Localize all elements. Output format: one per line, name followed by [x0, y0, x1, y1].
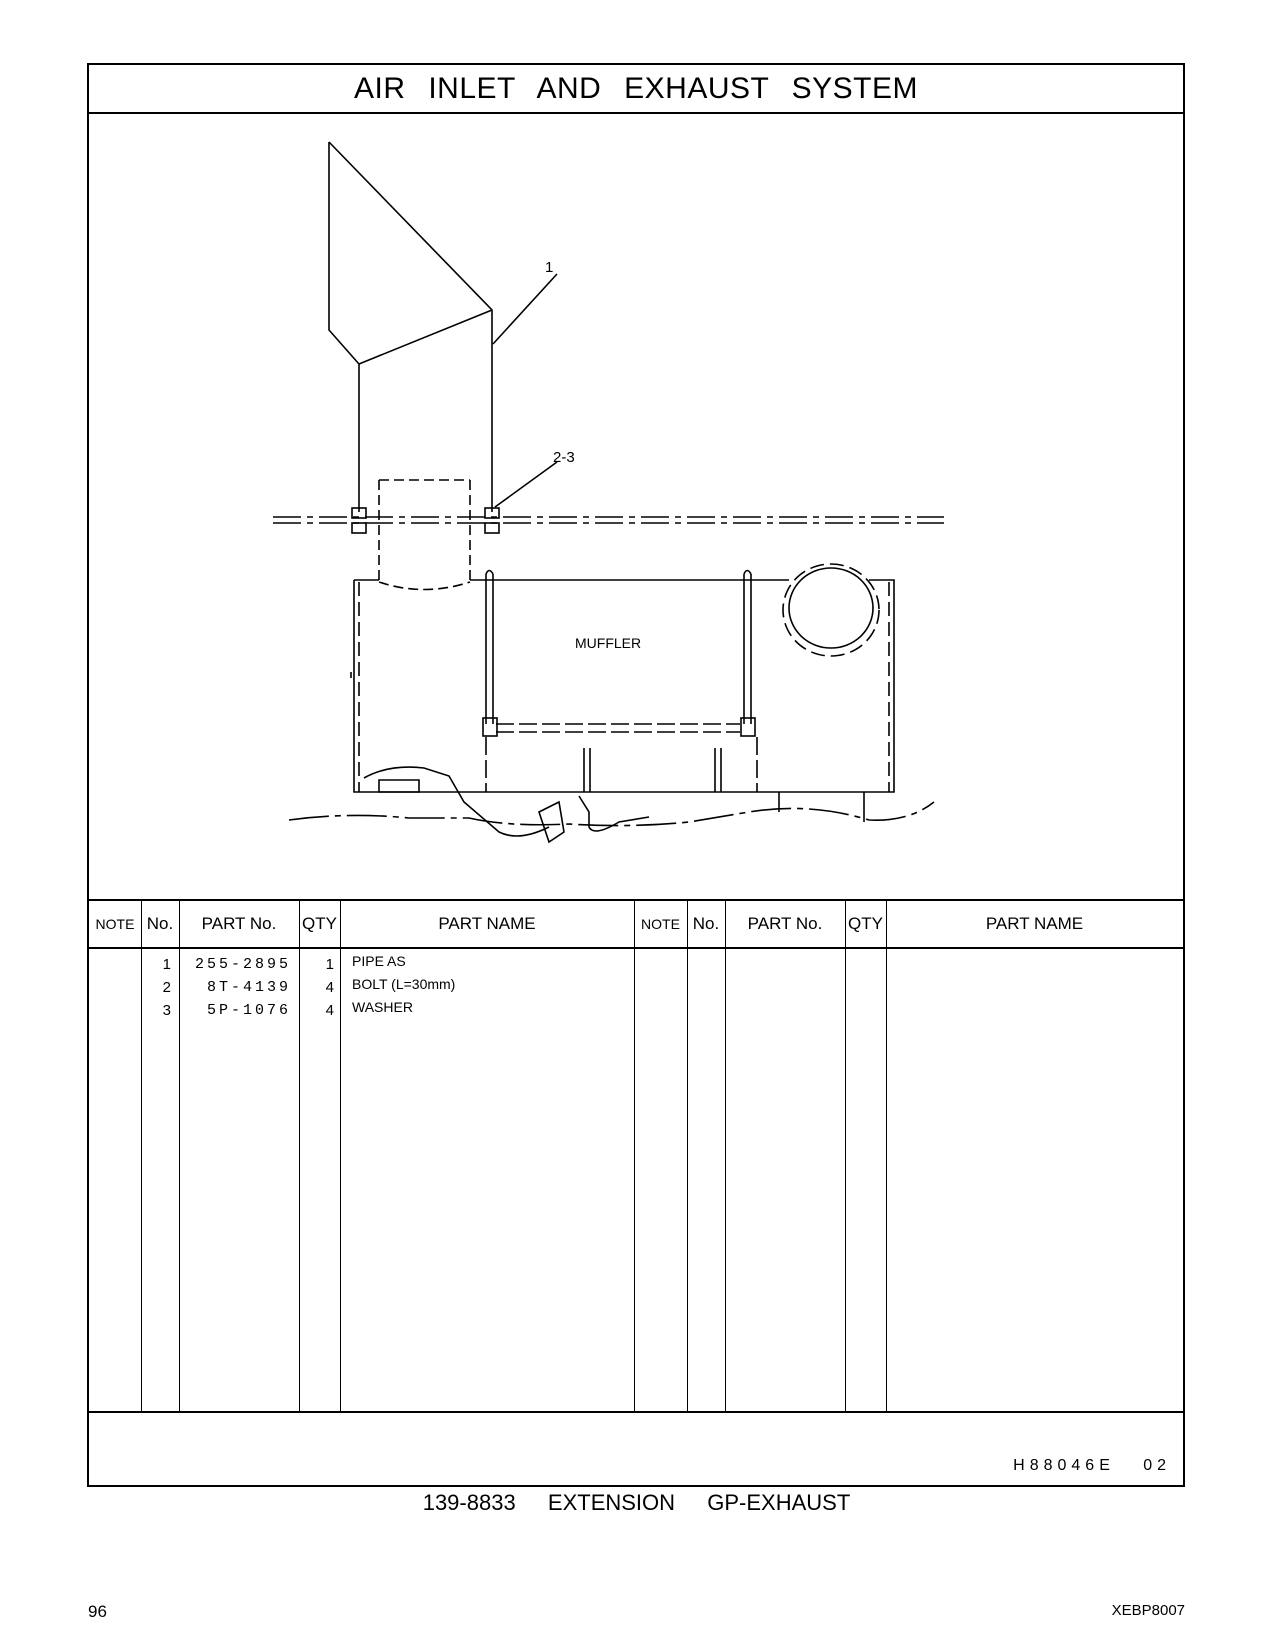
exploded-diagram: 1 2-3 MUFFLER [89, 112, 1183, 899]
document-id: XEBP8007 [1111, 1602, 1185, 1619]
page-title: AIR INLET AND EXHAUST SYSTEM [89, 65, 1183, 114]
callout-1-leader [492, 273, 558, 345]
muffler-label: MUFFLER [575, 635, 641, 651]
header-part-no-2: PART No. [747, 914, 823, 933]
drawing-code: H88046E 02 [1013, 1457, 1171, 1474]
header-part-name: PART NAME [438, 914, 536, 933]
page-number: 96 [88, 1602, 107, 1621]
header-note: NOTE [95, 916, 135, 932]
header-note-2: NOTE [641, 916, 680, 932]
group-caption: 139-8833 EXTENSION GP-EXHAUST [422, 1490, 851, 1515]
callout-1: 1 [545, 259, 553, 276]
parts-sheet-frame: AIR INLET AND EXHAUST SYSTEM [87, 63, 1185, 1487]
parts-table: NOTE No. PART No. QTY PART NAME NOTE No.… [89, 899, 1183, 1413]
muffler-body [353, 579, 895, 793]
table-header [89, 901, 1183, 949]
callout-2-3: 2-3 [553, 449, 575, 466]
header-qty: QTY [302, 914, 337, 933]
header-no: No. [146, 914, 174, 933]
exhaust-pipe [328, 141, 493, 512]
header-part-name-2: PART NAME [985, 914, 1084, 933]
callout-2-leader [494, 461, 558, 508]
header-no-2: No. [692, 914, 720, 933]
header-part-no: PART No. [201, 914, 277, 933]
header-qty-2: QTY [848, 914, 883, 933]
muffler-drawing: 1 2-3 MUFFLER [273, 141, 944, 844]
